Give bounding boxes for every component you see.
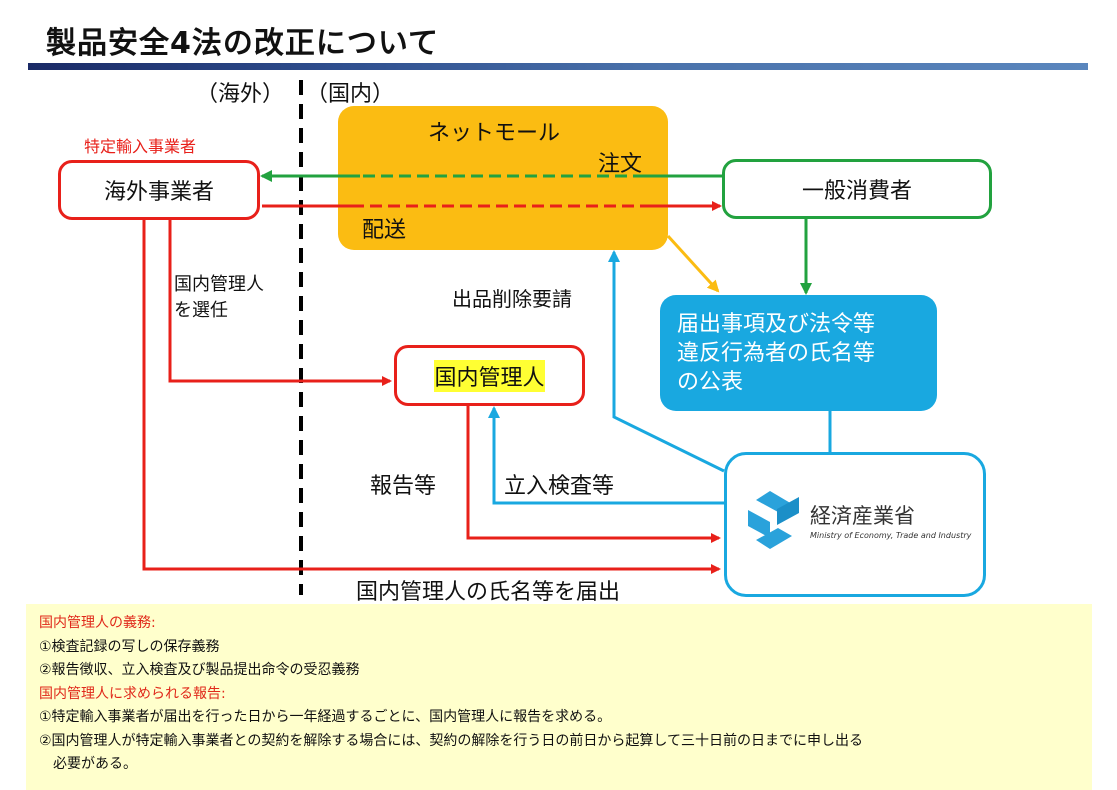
- report-item: ②国内管理人が特定輸入事業者との契約を解除する場合には、契約の解除を行う日の前日…: [39, 732, 863, 749]
- report-item: ①特定輸入事業者が届出を行った日から一年経過するごとに、国内管理人に報告を求める…: [39, 709, 612, 725]
- appoint-manager-label: 国内管理人 を選任: [174, 272, 264, 324]
- obligation-item: ②報告徴収、立入検査及び製品提出命令の受忍義務: [39, 662, 360, 678]
- net-mall-box: [338, 106, 668, 250]
- overseas-business-label: 海外事業者: [103, 180, 214, 205]
- obligation-item: ①検査記録の写しの保存義務: [39, 638, 220, 655]
- meti-name-ja: 経済産業省: [810, 504, 915, 528]
- meti-name-en: Ministry of Economy, Trade and Industry: [810, 531, 972, 540]
- mall-to-publication-arrow: [666, 234, 720, 293]
- appoint-manager-label-line-1: 国内管理人: [174, 274, 264, 295]
- title-divider: [28, 63, 1088, 70]
- publication-line-3: の公表: [677, 369, 744, 395]
- overseas-business-node: 海外事業者: [58, 160, 260, 220]
- delivery-label: 配送: [362, 218, 407, 243]
- inspection-label: 立入検査等: [504, 474, 615, 499]
- page-title: 製品安全4法の改正について: [46, 26, 439, 61]
- appoint-manager-label-line-2: を選任: [174, 300, 228, 321]
- obligations-heading: 国内管理人の義務:: [39, 615, 156, 631]
- domestic-manager-label: 国内管理人: [434, 359, 545, 392]
- reports-heading: 国内管理人に求められる報告:: [39, 685, 226, 702]
- region-label-overseas: （海外）: [196, 82, 285, 107]
- region-label-domestic: （国内）: [306, 82, 395, 107]
- consumer-label: 一般消費者: [801, 179, 912, 204]
- inspection-arrow: [488, 406, 724, 505]
- meti-logo-icon: [748, 491, 799, 549]
- specified-importer-caption: 特定輸入事業者: [84, 137, 197, 156]
- publication-line-1: 届出事項及び法令等: [677, 311, 876, 337]
- consumer-node: 一般消費者: [722, 159, 992, 219]
- notify-name-label: 国内管理人の氏名等を届出: [356, 580, 621, 605]
- report-arrow: [466, 405, 721, 543]
- report-label: 報告等: [370, 474, 437, 499]
- removal-request-label: 出品削除要請: [452, 287, 572, 311]
- domestic-manager-node: 国内管理人: [394, 345, 585, 406]
- notes-panel: 国内管理人の義務: ①検査記録の写しの保存義務 ②報告徴収、立入検査及び製品提出…: [26, 604, 1092, 790]
- removal-request-arrow: [608, 250, 725, 473]
- publication-node: 届出事項及び法令等 違反行為者の氏名等 の公表: [660, 295, 937, 411]
- notify-name-arrow: [142, 220, 721, 574]
- publication-line-2: 違反行為者の氏名等: [677, 340, 876, 366]
- report-item-continuation: 必要がある。: [39, 756, 137, 772]
- order-label: 注文: [598, 152, 643, 177]
- net-mall-label: ネットモール: [428, 121, 561, 146]
- appoint-manager-arrow: [168, 220, 392, 386]
